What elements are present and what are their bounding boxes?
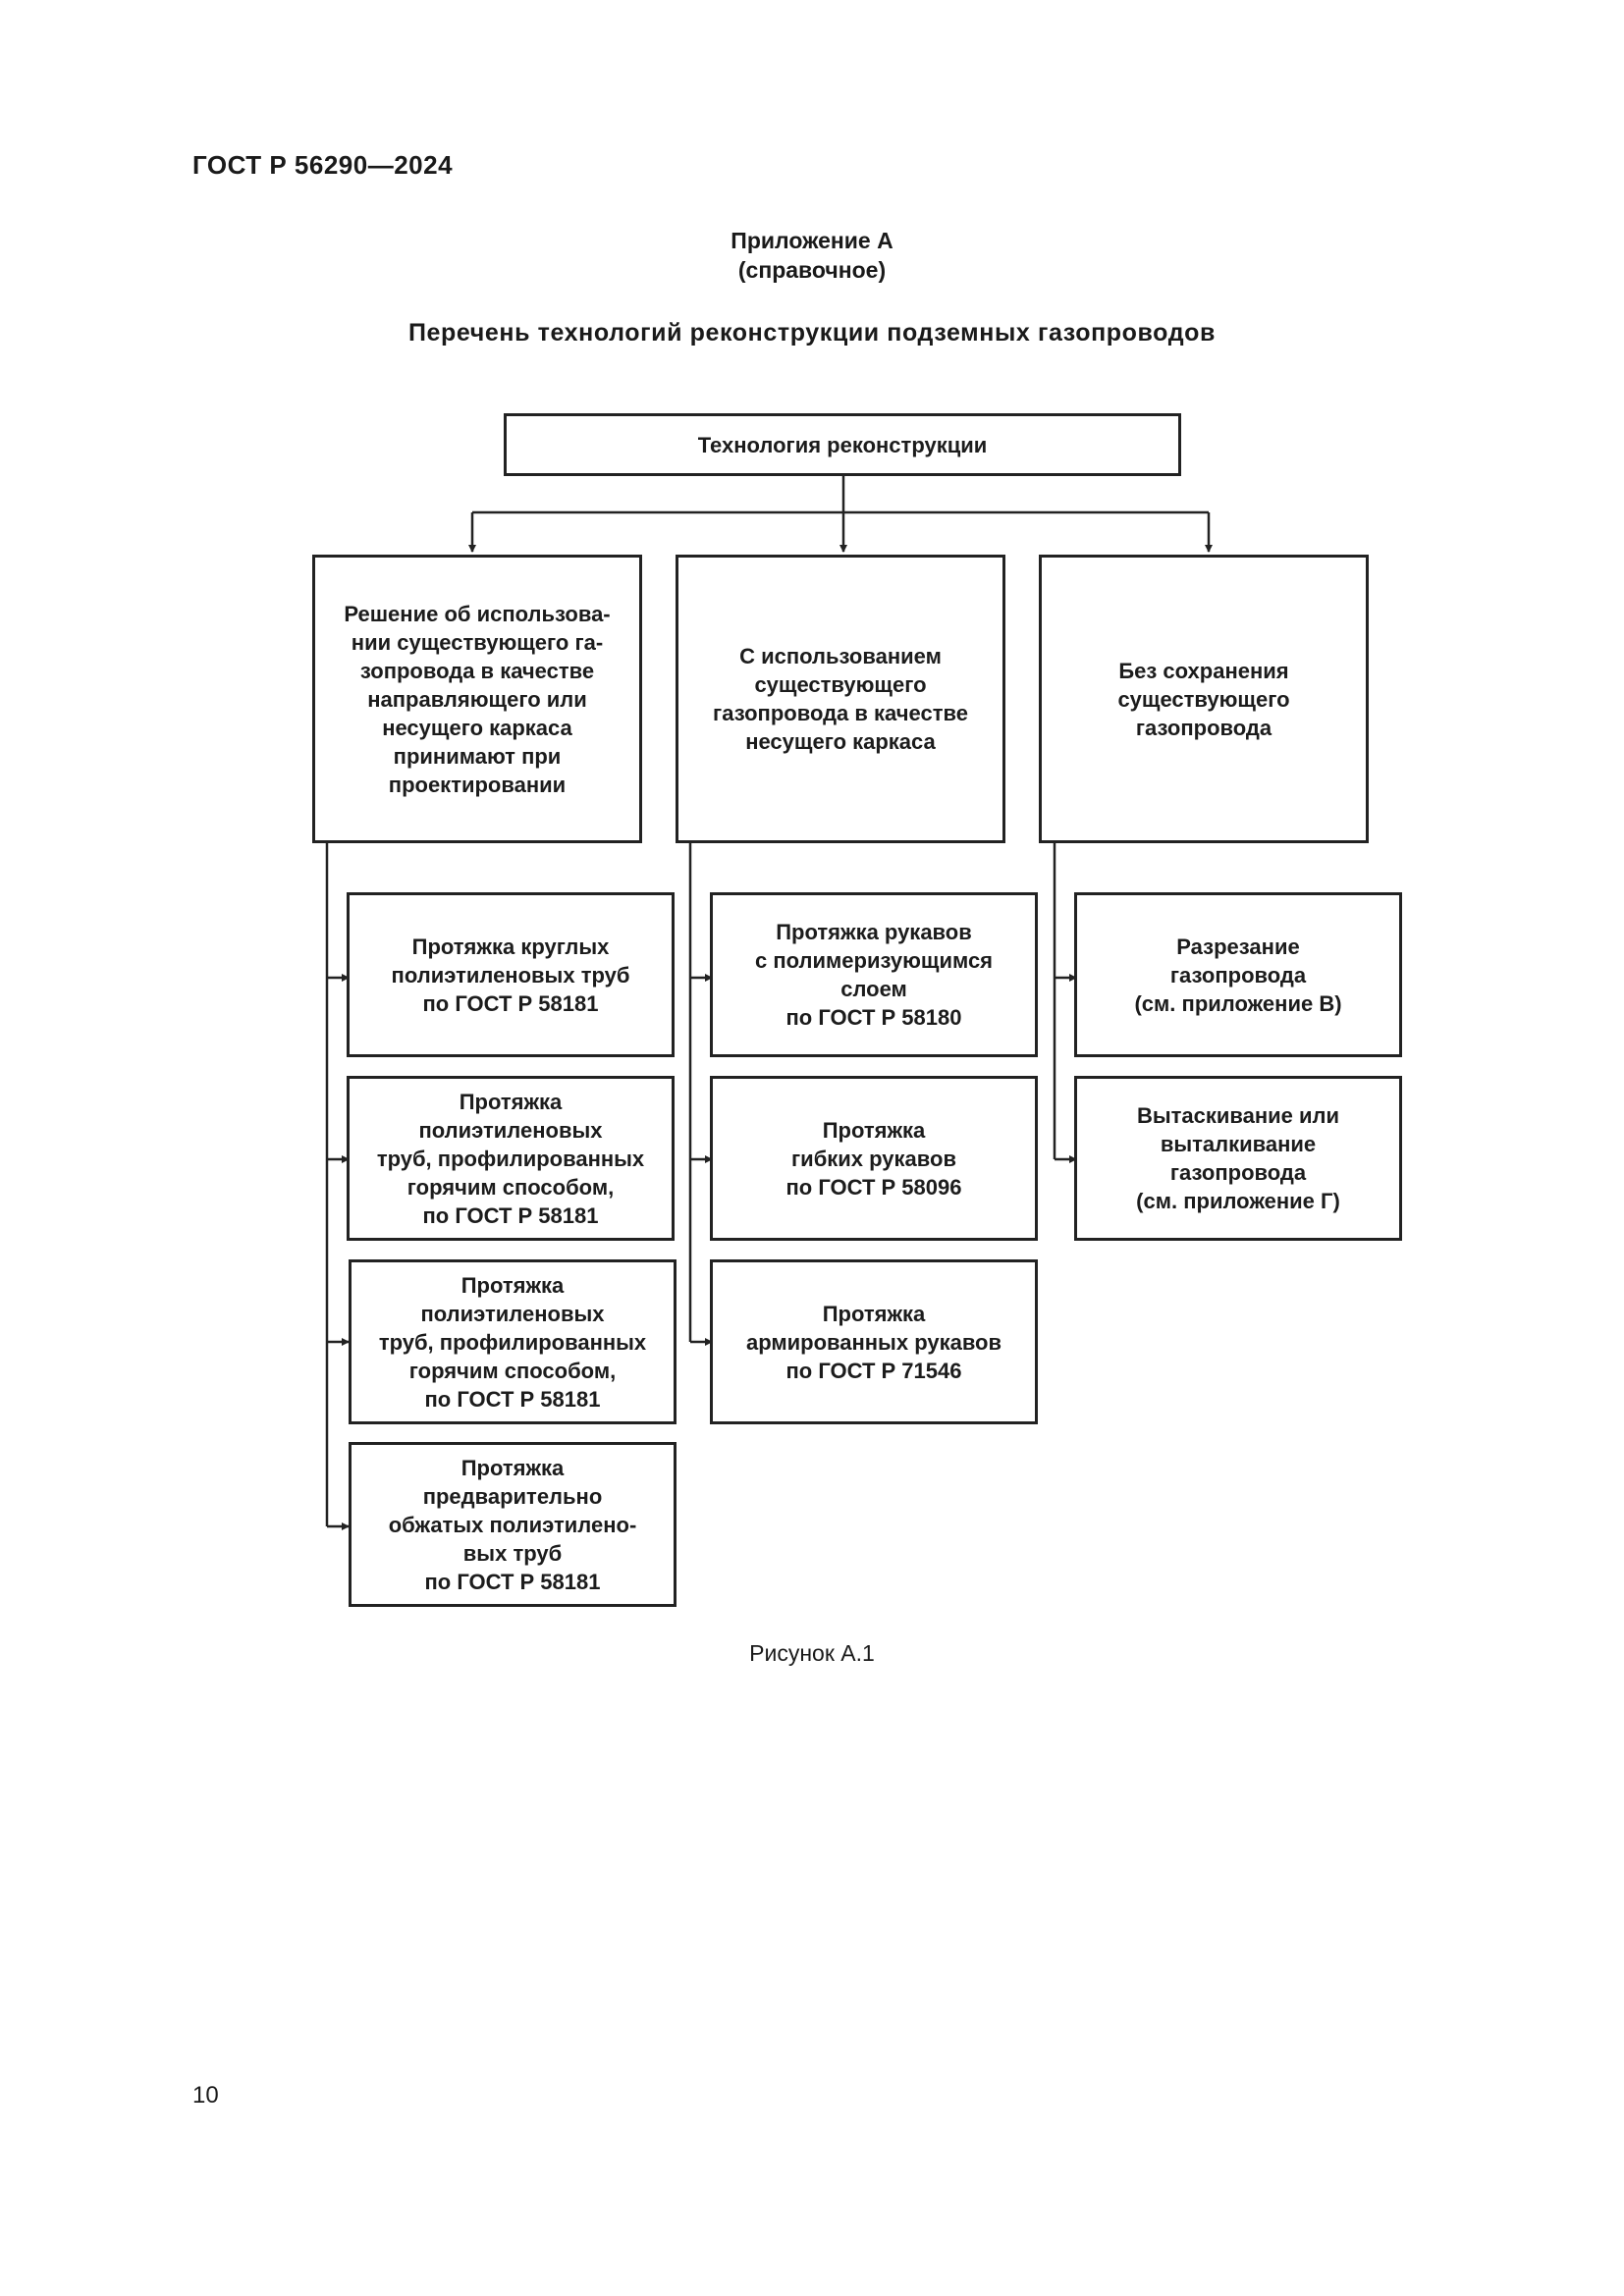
col1-item-label-4: Протяжка предварительно обжатых полиэтил… bbox=[388, 1455, 637, 1594]
root-label: Технология реконструкции bbox=[697, 432, 988, 457]
category-box-3: Без сохранения существующего газопровода bbox=[1039, 555, 1369, 843]
standard-header: ГОСТ Р 56290—2024 bbox=[192, 150, 454, 180]
col2-item-label-2: Протяжка гибких рукавов по ГОСТ Р 58096 bbox=[785, 1117, 962, 1200]
col2-item-label-3: Протяжка армированных рукавов по ГОСТ Р … bbox=[745, 1301, 1002, 1383]
category-label-3: Без сохранения существующего газопровода bbox=[1117, 658, 1290, 740]
category-label-1: Решение об использова- нии существующего… bbox=[344, 601, 611, 797]
appendix-title: Приложение А bbox=[731, 228, 893, 253]
col2-item-box-3: Протяжка армированных рукавов по ГОСТ Р … bbox=[710, 1259, 1038, 1424]
col3-item-box-2: Вытаскивание или выталкивание газопровод… bbox=[1074, 1076, 1402, 1241]
category-box-1: Решение об использова- нии существующего… bbox=[312, 555, 642, 843]
col1-item-box-2: Протяжка полиэтиленовых труб, профилиров… bbox=[347, 1076, 675, 1241]
appendix-subtitle: (справочное) bbox=[737, 257, 887, 283]
col1-item-label-3: Протяжка полиэтиленовых труб, профилиров… bbox=[378, 1272, 647, 1412]
page-number: 10 bbox=[192, 2082, 219, 2109]
figure-caption: Рисунок А.1 bbox=[749, 1640, 875, 1666]
col1-item-box-1: Протяжка круглых полиэтиленовых труб по … bbox=[347, 892, 675, 1057]
category-label-2: С использованием существующего газопрово… bbox=[713, 644, 968, 754]
col1-item-label-2: Протяжка полиэтиленовых труб, профилиров… bbox=[376, 1089, 645, 1228]
col2-item-box-1: Протяжка рукавов с полимеризующимся слое… bbox=[710, 892, 1038, 1057]
page-title: Перечень технологий реконструкции подзем… bbox=[407, 319, 1217, 347]
col1-item-box-3: Протяжка полиэтиленовых труб, профилиров… bbox=[349, 1259, 677, 1424]
col2-item-box-2: Протяжка гибких рукавов по ГОСТ Р 58096 bbox=[710, 1076, 1038, 1241]
col2-item-label-1: Протяжка рукавов с полимеризующимся слое… bbox=[754, 920, 994, 1030]
col3-item-box-1: Разрезание газопровода (см. приложение В… bbox=[1074, 892, 1402, 1057]
root-box: Технология реконструкции bbox=[504, 413, 1181, 476]
category-box-2: С использованием существующего газопрово… bbox=[676, 555, 1005, 843]
col1-item-label-1: Протяжка круглых полиэтиленовых труб по … bbox=[391, 934, 630, 1016]
col3-item-label-1: Разрезание газопровода (см. приложение В… bbox=[1134, 934, 1342, 1016]
col1-item-box-4: Протяжка предварительно обжатых полиэтил… bbox=[349, 1442, 677, 1607]
col3-item-label-2: Вытаскивание или выталкивание газопровод… bbox=[1136, 1103, 1340, 1213]
